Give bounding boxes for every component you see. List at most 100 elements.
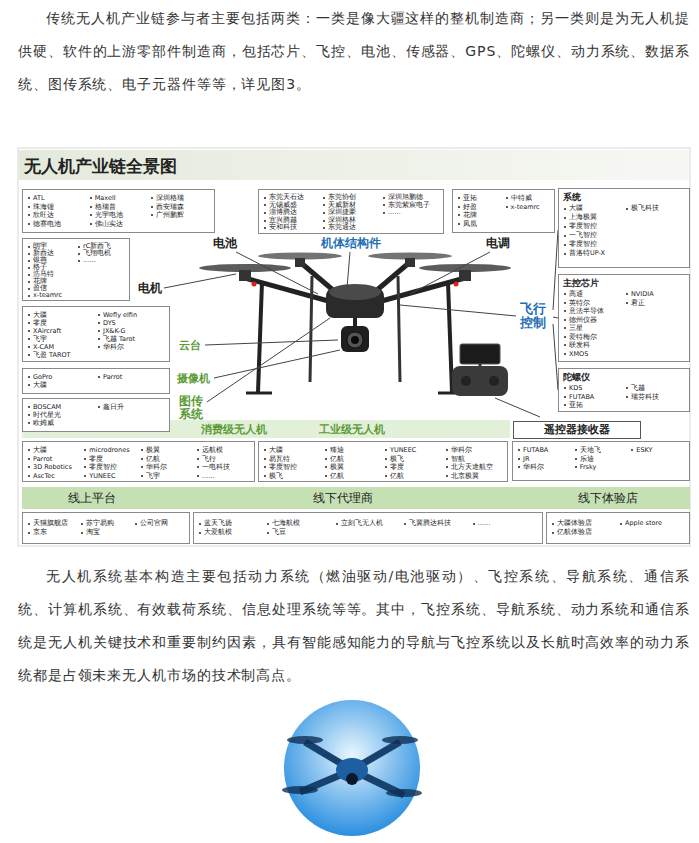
supplier-box: 陀螺仪KDSFUTABA亚拓飞越瑞芬科技 xyxy=(558,368,690,412)
supplier-box: 摄像机GoPro大疆Parrot xyxy=(22,368,170,394)
company-column: YUNEEC极飞零度亿航 xyxy=(385,446,445,480)
company-item: 天地飞 xyxy=(575,446,631,455)
article-paragraph: 无人机系统基本构造主要包括动力系统（燃油驱动/电池驱动）、飞控系统、导航系统、通… xyxy=(18,560,690,692)
company-item: XMOS xyxy=(564,350,625,359)
company-item: FUTABA xyxy=(518,446,574,455)
company-column: 中特威x-teamrc xyxy=(506,194,553,211)
company-column: 远航模飞行一电科技…… xyxy=(197,446,252,480)
company-item: 天猫旗舰店 xyxy=(28,519,80,528)
company-item: 瑞芬科技 xyxy=(626,393,687,402)
supplier-box: 电机朗宇新西达银燕格子浩马特花牌盈信x-teamrcrC新西飞飞翔电机…… xyxy=(22,238,130,301)
company-item: 淄博腾达 xyxy=(264,209,322,217)
company-column: FUTABAJR华科尔 xyxy=(518,446,574,472)
company-item: 西安瑞森 xyxy=(151,203,212,212)
company-item: 七海航模 xyxy=(267,519,334,528)
supplier-box: 主控芯片高通英特尔意法半导体德州仪器三星爱特梅尔联发科XMOSNVIDIA君正 xyxy=(558,274,690,362)
company-item: 天威新材 xyxy=(323,202,381,210)
company-item: 鑫日升 xyxy=(98,403,167,411)
company-item: 零度智控 xyxy=(564,222,625,231)
category-label: 消费级无人机 xyxy=(201,423,267,437)
company-item: 英特尔 xyxy=(564,299,625,308)
company-item: rC新西飞 xyxy=(78,243,127,250)
company-column: 大疆体验店亿航体验店 xyxy=(552,519,619,537)
company-item: 立刻飞无人机 xyxy=(336,519,403,528)
company-item: 飞翼腾达科技 xyxy=(404,519,471,528)
supplier-box: 消费级无人机大疆Parrot3D RoboticsAscTecmicrodron… xyxy=(22,441,255,482)
supplier-box: 大疆体验店亿航体验店Apple store xyxy=(546,512,690,544)
category-label: 遥控器接收器 xyxy=(513,421,641,439)
category-label: 陀螺仪 xyxy=(563,371,590,384)
company-item: 浩马特 xyxy=(28,271,77,278)
company-item: microdrones xyxy=(84,446,139,455)
company-column: 公司官网 xyxy=(135,519,187,528)
company-column: 深圳旭鹏德东莞紫宸电子…… xyxy=(383,194,441,217)
company-item: 极翼 xyxy=(141,446,196,455)
company-item: 上海极翼 xyxy=(564,213,625,222)
company-item: 北方天途航空 xyxy=(446,463,506,472)
company-item: 极飞科技 xyxy=(626,204,687,213)
company-column: 大疆零度XAircraft飞宇X-CAM飞盈 TAROT xyxy=(28,311,97,359)
company-column: Wefly elfinDYSJX&K-G飞越 Tarot华科尔 xyxy=(98,311,167,351)
company-column: 飞越瑞芬科技 xyxy=(626,384,687,401)
company-item: 大疆体验店 xyxy=(552,519,619,528)
company-item: 一电科技 xyxy=(197,463,252,472)
channel-label: 线上平台 xyxy=(68,491,116,505)
supplier-box: 云台大疆零度XAircraft飞宇X-CAM飞盈 TAROTWefly elfi… xyxy=(22,306,170,362)
company-item: 银燕 xyxy=(28,257,77,264)
category-label: 电机 xyxy=(138,281,162,295)
company-item: Maxell xyxy=(90,194,151,203)
company-item: 爱特梅尔 xyxy=(564,333,625,342)
company-item: 飞豆 xyxy=(267,528,334,537)
company-item: 德赛电池 xyxy=(28,220,89,229)
company-item: 中特威 xyxy=(506,194,553,203)
company-item: 君正 xyxy=(626,299,687,308)
company-item: 北京极翼 xyxy=(446,472,506,481)
supplier-box: 电池ATL珠海锂欣旺达德赛电池Maxell格瑞普光宇电池佛山实达深圳格瑞西安瑞森… xyxy=(22,189,215,233)
supplier-box: 系统大疆上海极翼零度智控一飞智控零度智控普洛特UP-X极飞科技 xyxy=(558,188,690,268)
company-item: 华科尔 xyxy=(446,446,506,455)
company-item: JR xyxy=(518,455,574,464)
company-column: 大疆易瓦特零度智控极飞 xyxy=(264,446,324,480)
category-label: 工业级无人机 xyxy=(319,423,385,437)
company-item: 深圳格瑞 xyxy=(151,194,212,203)
company-item: 深圳旭鹏德 xyxy=(383,194,441,202)
company-column: 七海航模飞豆 xyxy=(267,519,334,537)
company-item: …… xyxy=(383,209,441,217)
company-column: 臻迪亿航极翼亿航 xyxy=(325,446,385,480)
company-column: Parrot xyxy=(98,373,167,381)
company-item: 格子 xyxy=(28,264,77,271)
company-column: 高通英特尔意法半导体德州仪器三星爱特梅尔联发科XMOS xyxy=(564,290,625,358)
company-column: 天猫旗舰店京东 xyxy=(28,519,80,537)
company-item: 佛山实达 xyxy=(90,220,151,229)
company-item: 亿航体验店 xyxy=(552,528,619,537)
company-column: NVIDIA君正 xyxy=(626,290,687,307)
company-item: 东莞通达 xyxy=(323,224,381,232)
company-column: 深圳格瑞西安瑞森广州鹏辉 xyxy=(151,194,212,220)
company-column: 鑫日升 xyxy=(98,403,167,411)
company-item: 大疆 xyxy=(28,311,97,319)
company-item: 亿航 xyxy=(141,455,196,464)
company-item: 无锡威盛 xyxy=(264,202,322,210)
company-item: 公司官网 xyxy=(135,519,187,528)
company-column: microdrones零度零度智控YUNEEC xyxy=(84,446,139,480)
company-item: 亿航 xyxy=(385,472,445,481)
company-column: 东莞协创天威新材深圳捷豪深圳格林东莞通达 xyxy=(323,194,381,232)
company-item: 东莞协创 xyxy=(323,194,381,202)
category-label: 摄像机 xyxy=(177,372,210,386)
company-item: 亿航 xyxy=(325,472,385,481)
supplier-box: 工业级无人机大疆易瓦特零度智控极飞臻迪亿航极翼亿航YUNEEC极飞零度亿航华科尔… xyxy=(258,441,508,482)
company-item: 深圳格林 xyxy=(323,217,381,225)
company-item: 朗宇 xyxy=(28,243,77,250)
company-item: 亿航 xyxy=(325,455,385,464)
channel-band: 线上平台线下代理商线下体验店 xyxy=(22,487,690,509)
company-item: 苏宁易购 xyxy=(81,519,133,528)
company-column: 大疆上海极翼零度智控一飞智控零度智控普洛特UP-X xyxy=(564,204,625,258)
company-column: ESKY xyxy=(631,446,687,455)
company-item: 飞越 Tarot xyxy=(98,335,167,343)
company-item: XAircraft xyxy=(28,327,97,335)
company-item: Apple store xyxy=(620,519,687,528)
company-item: 东莞天石达 xyxy=(264,194,322,202)
company-item: 易瓦特 xyxy=(264,455,324,464)
company-item: 安和科技 xyxy=(264,224,322,232)
company-item: ESKY xyxy=(631,446,687,455)
